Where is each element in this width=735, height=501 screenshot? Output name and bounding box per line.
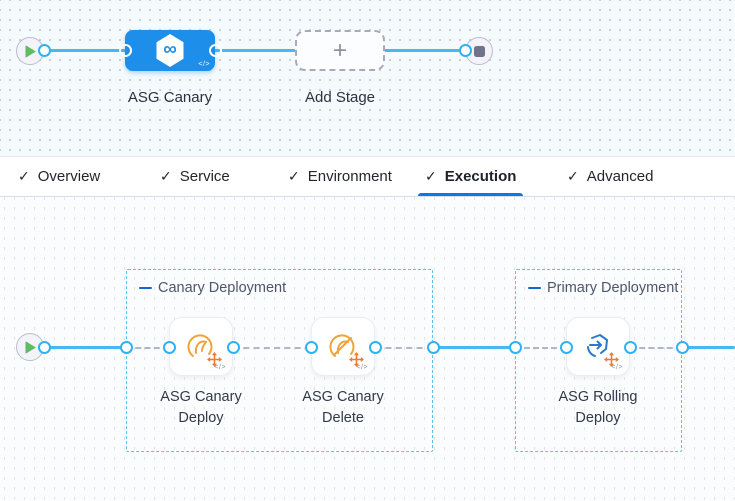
step-label: ASG Rolling Deploy — [558, 389, 638, 426]
connector-line — [30, 346, 126, 349]
connector-port — [208, 44, 222, 57]
add-stage-button[interactable]: + — [295, 30, 385, 71]
dashed-connector — [375, 346, 433, 349]
check-icon: ✓ — [567, 168, 579, 184]
step-group-canary-deployment[interactable]: Canary Deployment — [126, 269, 433, 452]
group-dash-icon — [139, 286, 152, 290]
dashed-connector — [233, 346, 311, 349]
connector-port — [559, 340, 573, 354]
tab-execution[interactable]: ✓ Execution — [418, 157, 524, 196]
group-dash-icon — [528, 286, 541, 290]
step-label: ASG Canary Deploy — [160, 389, 242, 426]
connector-port — [675, 340, 689, 354]
move-arrows-icon — [349, 351, 364, 367]
connector-port — [226, 340, 240, 354]
connector-port — [37, 340, 51, 354]
connector-port — [118, 44, 132, 57]
stage-asg-canary[interactable]: ∞ </> — [125, 30, 215, 71]
group-title: Canary Deployment — [139, 280, 286, 296]
connector-port — [304, 340, 318, 354]
dashed-connector — [630, 346, 682, 349]
stage-pipeline-canvas: ∞ </> + ASG Canary Add Stage — [0, 0, 735, 156]
stage-connector-line — [30, 49, 479, 52]
stage-hexagon-icon: ∞ — [156, 34, 184, 67]
connector-port — [458, 44, 472, 57]
step-asg-canary-delete[interactable]: </> — [311, 317, 375, 376]
dashed-connector — [515, 346, 566, 349]
tab-advanced[interactable]: ✓ Advanced — [567, 168, 654, 185]
check-icon: ✓ — [160, 168, 172, 184]
connector-port — [508, 340, 522, 354]
play-icon — [25, 45, 35, 57]
connector-port — [37, 44, 51, 57]
play-icon — [25, 341, 35, 353]
group-title: Primary Deployment — [528, 280, 678, 296]
connector-line — [682, 346, 735, 349]
step-code-badge: </> — [356, 364, 368, 371]
move-arrows-icon — [604, 351, 619, 367]
step-label: ASG Canary Delete — [302, 389, 384, 426]
tab-service[interactable]: ✓ Service — [160, 168, 230, 185]
step-asg-rolling-deploy[interactable]: </> — [566, 317, 630, 376]
connector-port — [368, 340, 382, 354]
connector-port — [162, 340, 176, 354]
connector-line — [433, 346, 515, 349]
step-asg-canary-deploy[interactable]: </> — [169, 317, 233, 376]
connector-port — [119, 340, 133, 354]
tab-overview[interactable]: ✓ Overview — [18, 168, 101, 185]
check-icon: ✓ — [425, 168, 437, 184]
step-code-badge: </> — [611, 364, 623, 371]
rolling-deploy-icon — [580, 329, 619, 367]
stop-icon — [473, 45, 485, 57]
active-tab-underline — [418, 193, 524, 196]
connector-port — [426, 340, 440, 354]
dashed-connector — [126, 346, 169, 349]
step-group-primary-deployment[interactable]: Primary Deployment — [515, 269, 682, 452]
execution-canvas: Canary Deployment Primary Deployment — [0, 197, 735, 501]
move-arrows-icon — [207, 351, 222, 367]
check-icon: ✓ — [18, 168, 30, 184]
stage-code-badge: </> — [198, 61, 210, 68]
check-icon: ✓ — [288, 168, 300, 184]
step-code-badge: </> — [214, 364, 226, 371]
canary-deploy-icon — [183, 329, 222, 367]
tab-environment[interactable]: ✓ Environment — [288, 168, 392, 185]
canary-delete-icon — [325, 329, 364, 367]
connector-port — [623, 340, 637, 354]
plus-icon: + — [332, 36, 347, 64]
add-stage-label: Add Stage — [304, 89, 376, 106]
stage-label: ASG Canary — [127, 89, 213, 106]
stage-config-tabbar: ✓ Overview ✓ Service ✓ Environment ✓ Exe… — [0, 156, 735, 197]
